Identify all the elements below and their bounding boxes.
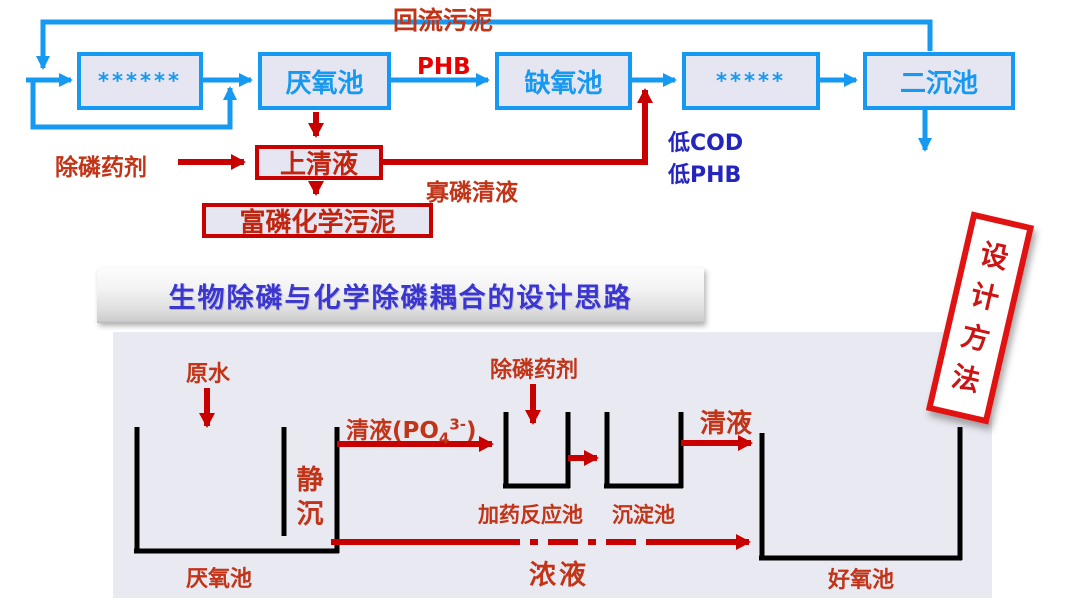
low-cod-label: 低COD bbox=[668, 131, 744, 156]
dosing-reaction-tank-label: 加药反应池 bbox=[478, 503, 583, 527]
clear-liquid-label: 清液 bbox=[700, 409, 753, 439]
dosing-agent-label: 除磷药剂 bbox=[55, 155, 147, 181]
low-phb-label: 低PHB bbox=[668, 162, 742, 188]
banner-title: 生物除磷与化学除磷耦合的设计思路 bbox=[168, 283, 633, 314]
phb-label: PHB bbox=[417, 54, 471, 80]
static-settling-label: 静沉 bbox=[296, 465, 324, 530]
supernatant-box: 上清液 bbox=[255, 145, 383, 180]
lean-phosphorus-label: 寡磷清液 bbox=[426, 180, 518, 206]
box-masked-2: ***** bbox=[682, 52, 820, 110]
box-anoxic-tank: 缺氧池 bbox=[495, 52, 632, 110]
box-masked-2-label: ***** bbox=[716, 69, 786, 93]
po4-prefix: 清液(PO bbox=[346, 418, 439, 444]
concentrate-label: 浓液 bbox=[529, 560, 589, 591]
box-anaerobic-tank: 厌氧池 bbox=[258, 52, 391, 110]
box-masked-1-label: ****** bbox=[98, 69, 182, 93]
dosing-agent-label-2: 除磷药剂 bbox=[490, 358, 579, 383]
box-secondary-clarifier: 二沉池 bbox=[863, 52, 1015, 110]
anaerobic-tank-label: 厌氧池 bbox=[186, 567, 253, 592]
aerobic-tank-label: 好氧池 bbox=[828, 568, 895, 593]
phosphorus-rich-sludge-box-label: 富磷化学污泥 bbox=[239, 208, 396, 238]
box-anoxic-tank-label: 缺氧池 bbox=[524, 68, 603, 99]
po4-suffix: ) bbox=[466, 418, 477, 444]
po4-subscript: 4 bbox=[438, 429, 450, 448]
low-cod-phb-block: 低COD 低PHB bbox=[668, 128, 743, 192]
box-anaerobic-tank-label: 厌氧池 bbox=[285, 68, 364, 99]
supernatant-box-label: 上清液 bbox=[279, 150, 358, 180]
section-banner: 生物除磷与化学除磷耦合的设计思路 bbox=[97, 268, 704, 323]
return-sludge-label: 回流污泥 bbox=[393, 6, 494, 35]
clear-liquid-po4-label: 清液(PO43-) bbox=[346, 411, 477, 448]
box-masked-1: ****** bbox=[77, 52, 203, 110]
box-secondary-clarifier-label: 二沉池 bbox=[899, 68, 978, 99]
po4-superscript: 3- bbox=[449, 415, 467, 434]
sedimentation-tank-label: 沉淀池 bbox=[612, 503, 675, 527]
raw-water-label: 原水 bbox=[186, 362, 231, 387]
lean-phosphorus-return-line bbox=[383, 88, 653, 165]
phosphorus-rich-sludge-box: 富磷化学污泥 bbox=[202, 203, 433, 238]
design-panel-background bbox=[113, 332, 992, 598]
bypass-loop-line bbox=[30, 80, 237, 130]
return-sludge-line bbox=[36, 19, 933, 70]
